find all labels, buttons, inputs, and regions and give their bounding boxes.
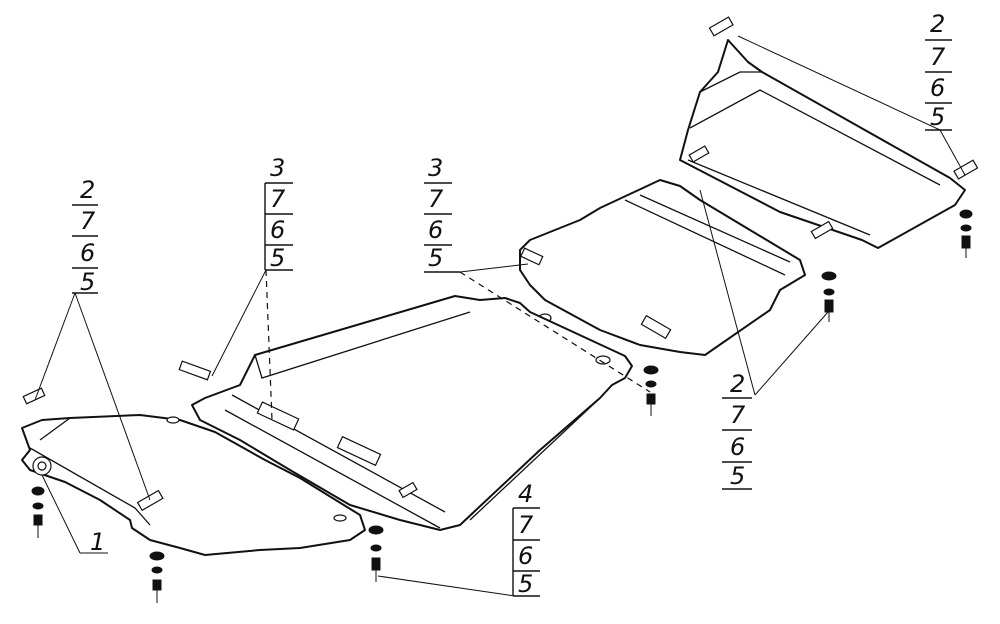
callout-f: 4 7 6 5 <box>512 480 540 598</box>
callout-c-nut: 5 <box>428 244 443 272</box>
callout-e: 2 7 6 5 <box>722 370 752 490</box>
fastener-stack-4 <box>643 365 659 416</box>
callout-a-nut: 5 <box>80 268 95 296</box>
center-rear-skid-plate <box>519 179 806 356</box>
callout-b-part: 3 <box>270 154 285 182</box>
callout-a-bolt: 7 <box>80 207 96 235</box>
fastener-stack-1 <box>31 486 45 538</box>
callout-b: 3 7 6 5 <box>264 154 293 272</box>
callout-e-bolt: 7 <box>730 401 746 429</box>
callout-e-nut: 5 <box>730 462 745 490</box>
callout-d-part: 2 <box>930 10 945 38</box>
part-label-text: 1 <box>90 528 105 556</box>
fastener-stack-2 <box>149 551 165 603</box>
callout-e-part: 2 <box>730 370 745 398</box>
callout-c-part: 3 <box>428 154 443 182</box>
callout-a-part: 2 <box>80 176 95 204</box>
fastener-stack-5 <box>821 271 837 322</box>
fastener-stack-3 <box>368 525 384 582</box>
callout-c-bolt: 7 <box>428 185 444 213</box>
callout-d: 2 7 6 5 <box>925 10 952 131</box>
leader-lines <box>34 35 966 597</box>
front-skid-plate <box>21 387 366 556</box>
center-skid-plate <box>178 295 633 531</box>
callout-a-washer: 6 <box>80 239 95 267</box>
callout-f-part: 4 <box>518 480 533 508</box>
callout-b-bolt: 7 <box>270 185 286 213</box>
callout-c-washer: 6 <box>428 216 443 244</box>
callout-b-nut: 5 <box>270 244 285 272</box>
callout-d-nut: 5 <box>930 103 945 131</box>
callout-a: 2 7 6 5 <box>72 176 98 296</box>
callout-e-washer: 6 <box>730 433 745 461</box>
callout-f-washer: 6 <box>518 542 533 570</box>
callout-d-washer: 6 <box>930 74 945 102</box>
callout-b-washer: 6 <box>270 216 285 244</box>
callout-f-nut: 5 <box>518 570 533 598</box>
callout-f-bolt: 7 <box>518 511 534 539</box>
fastener-stack-6 <box>959 209 973 258</box>
part-label-1: 1 <box>90 528 105 556</box>
callout-c: 3 7 6 5 <box>424 154 460 273</box>
rear-skid-plate <box>679 16 979 249</box>
callout-d-bolt: 7 <box>930 43 946 71</box>
